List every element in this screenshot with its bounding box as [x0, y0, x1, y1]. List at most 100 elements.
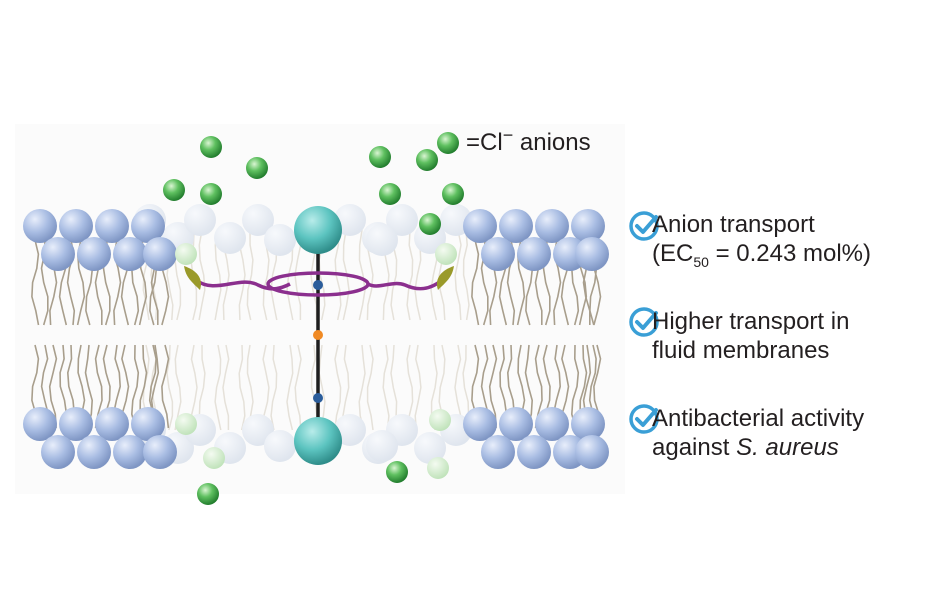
- lipid-tail: [166, 344, 174, 431]
- chloride-anion: [416, 149, 438, 171]
- lipid-head: [95, 407, 129, 441]
- chloride-anion: [369, 146, 391, 168]
- lipid-tail: [270, 344, 278, 431]
- lipid-tail: [570, 344, 580, 429]
- lipid-tail: [238, 344, 246, 431]
- lipid-head: [535, 209, 569, 243]
- lipid-head: [131, 407, 165, 441]
- anion-legend: =Cl− anions: [436, 125, 591, 160]
- chloride-anion-faded: [435, 243, 457, 265]
- stopper-top: [294, 206, 342, 254]
- lipid-head: [131, 209, 165, 243]
- lipid-head: [77, 435, 111, 469]
- lipid-head: [571, 209, 605, 243]
- bullet-line: (EC50 = 0.243 mol%): [652, 240, 872, 270]
- lipid-tail: [48, 344, 58, 429]
- lipid-tail: [471, 239, 480, 326]
- lipid-tail: [84, 344, 94, 429]
- lipid-tail: [334, 344, 342, 431]
- lipid-tail: [366, 344, 374, 431]
- lipid-head: [23, 407, 57, 441]
- lipid-head: [242, 204, 274, 236]
- lipid-tail: [246, 344, 254, 431]
- lipid-tail: [406, 229, 414, 321]
- legend-label: =Cl− anions: [466, 125, 591, 156]
- lipid-tail: [214, 344, 222, 431]
- rotaxane-transporter: [184, 206, 454, 465]
- lipid-tail: [94, 344, 103, 429]
- bullet-anion-transport: Anion transport (EC50 = 0.243 mol%): [652, 210, 871, 271]
- chloride-anion: [200, 136, 222, 158]
- lipid-tail: [294, 344, 302, 431]
- stopper-bottom: [294, 417, 342, 465]
- lipid-head: [463, 209, 497, 243]
- lipid-tail: [174, 344, 182, 431]
- lipid-head: [517, 435, 551, 469]
- lipid-head: [517, 237, 551, 271]
- lipid-tail: [534, 344, 543, 429]
- macrocycle-left-arm: [194, 278, 291, 291]
- lipid-tail: [454, 229, 462, 321]
- lipid-head: [334, 414, 366, 446]
- macrocycle-right-arm: [367, 278, 444, 291]
- lipid-head: [414, 432, 446, 464]
- axle-node-bottom: [313, 393, 323, 403]
- chloride-anion: [442, 183, 464, 205]
- lipid-tail: [358, 344, 366, 431]
- hook-left-icon: [184, 266, 202, 290]
- lipid-tail: [358, 229, 366, 321]
- lipid-head: [366, 430, 398, 462]
- lipid-head: [143, 435, 177, 469]
- lipid-head: [535, 407, 569, 441]
- bullet-antibacterial: Antibacterial activity against S. aureus: [652, 404, 864, 462]
- lipid-tail: [462, 229, 470, 321]
- hook-right-icon: [436, 266, 454, 290]
- lipid-head: [95, 209, 129, 243]
- lipid-heads: [23, 209, 609, 469]
- lipid-tail: [31, 239, 40, 326]
- lipid-tail: [488, 344, 498, 429]
- lipid-head: [184, 204, 216, 236]
- axle-node-top: [313, 280, 323, 290]
- lipid-tail: [161, 344, 170, 429]
- chloride-anion-faded: [427, 457, 449, 479]
- lipid-tail: [246, 229, 254, 321]
- lipid-head: [113, 435, 147, 469]
- chloride-anion: [246, 157, 268, 179]
- lipid-head: [143, 237, 177, 271]
- lipid-head: [113, 237, 147, 271]
- lipid-head: [481, 435, 515, 469]
- lipid-head: [264, 430, 296, 462]
- lipid-head: [264, 224, 296, 256]
- lipid-head: [499, 209, 533, 243]
- bullet-fluid-membranes: Higher transport in fluid membranes: [652, 307, 849, 365]
- bullet-line: Higher transport in: [652, 308, 850, 335]
- check-circle-icon: [629, 307, 659, 337]
- chloride-anion-faded: [175, 243, 197, 265]
- lipid-head: [242, 414, 274, 446]
- check-circle-icon: [629, 404, 659, 434]
- chloride-anion-icon: [437, 132, 459, 154]
- axle-node-middle: [313, 330, 323, 340]
- bullet-line: Antibacterial activity: [652, 405, 865, 432]
- lipid-head: [59, 209, 93, 243]
- lipid-head: [386, 204, 418, 236]
- lipid-head: [575, 435, 609, 469]
- macrocycle-ring: [266, 271, 370, 297]
- lipid-head: [41, 237, 75, 271]
- check-circle-icon: [629, 211, 659, 241]
- lipid-tail: [130, 344, 140, 429]
- lipid-head: [41, 435, 75, 469]
- lipid-head: [463, 407, 497, 441]
- lipid-head: [571, 407, 605, 441]
- bullet-line: Anion transport: [652, 211, 815, 238]
- bullet-line: fluid membranes: [652, 337, 830, 364]
- lipid-head: [59, 407, 93, 441]
- lipid-tail: [318, 344, 326, 431]
- lipid-tail: [382, 344, 390, 431]
- lipid-head: [334, 204, 366, 236]
- lipid-head: [366, 224, 398, 256]
- lipid-tail: [198, 229, 206, 321]
- lipid-head: [575, 237, 609, 271]
